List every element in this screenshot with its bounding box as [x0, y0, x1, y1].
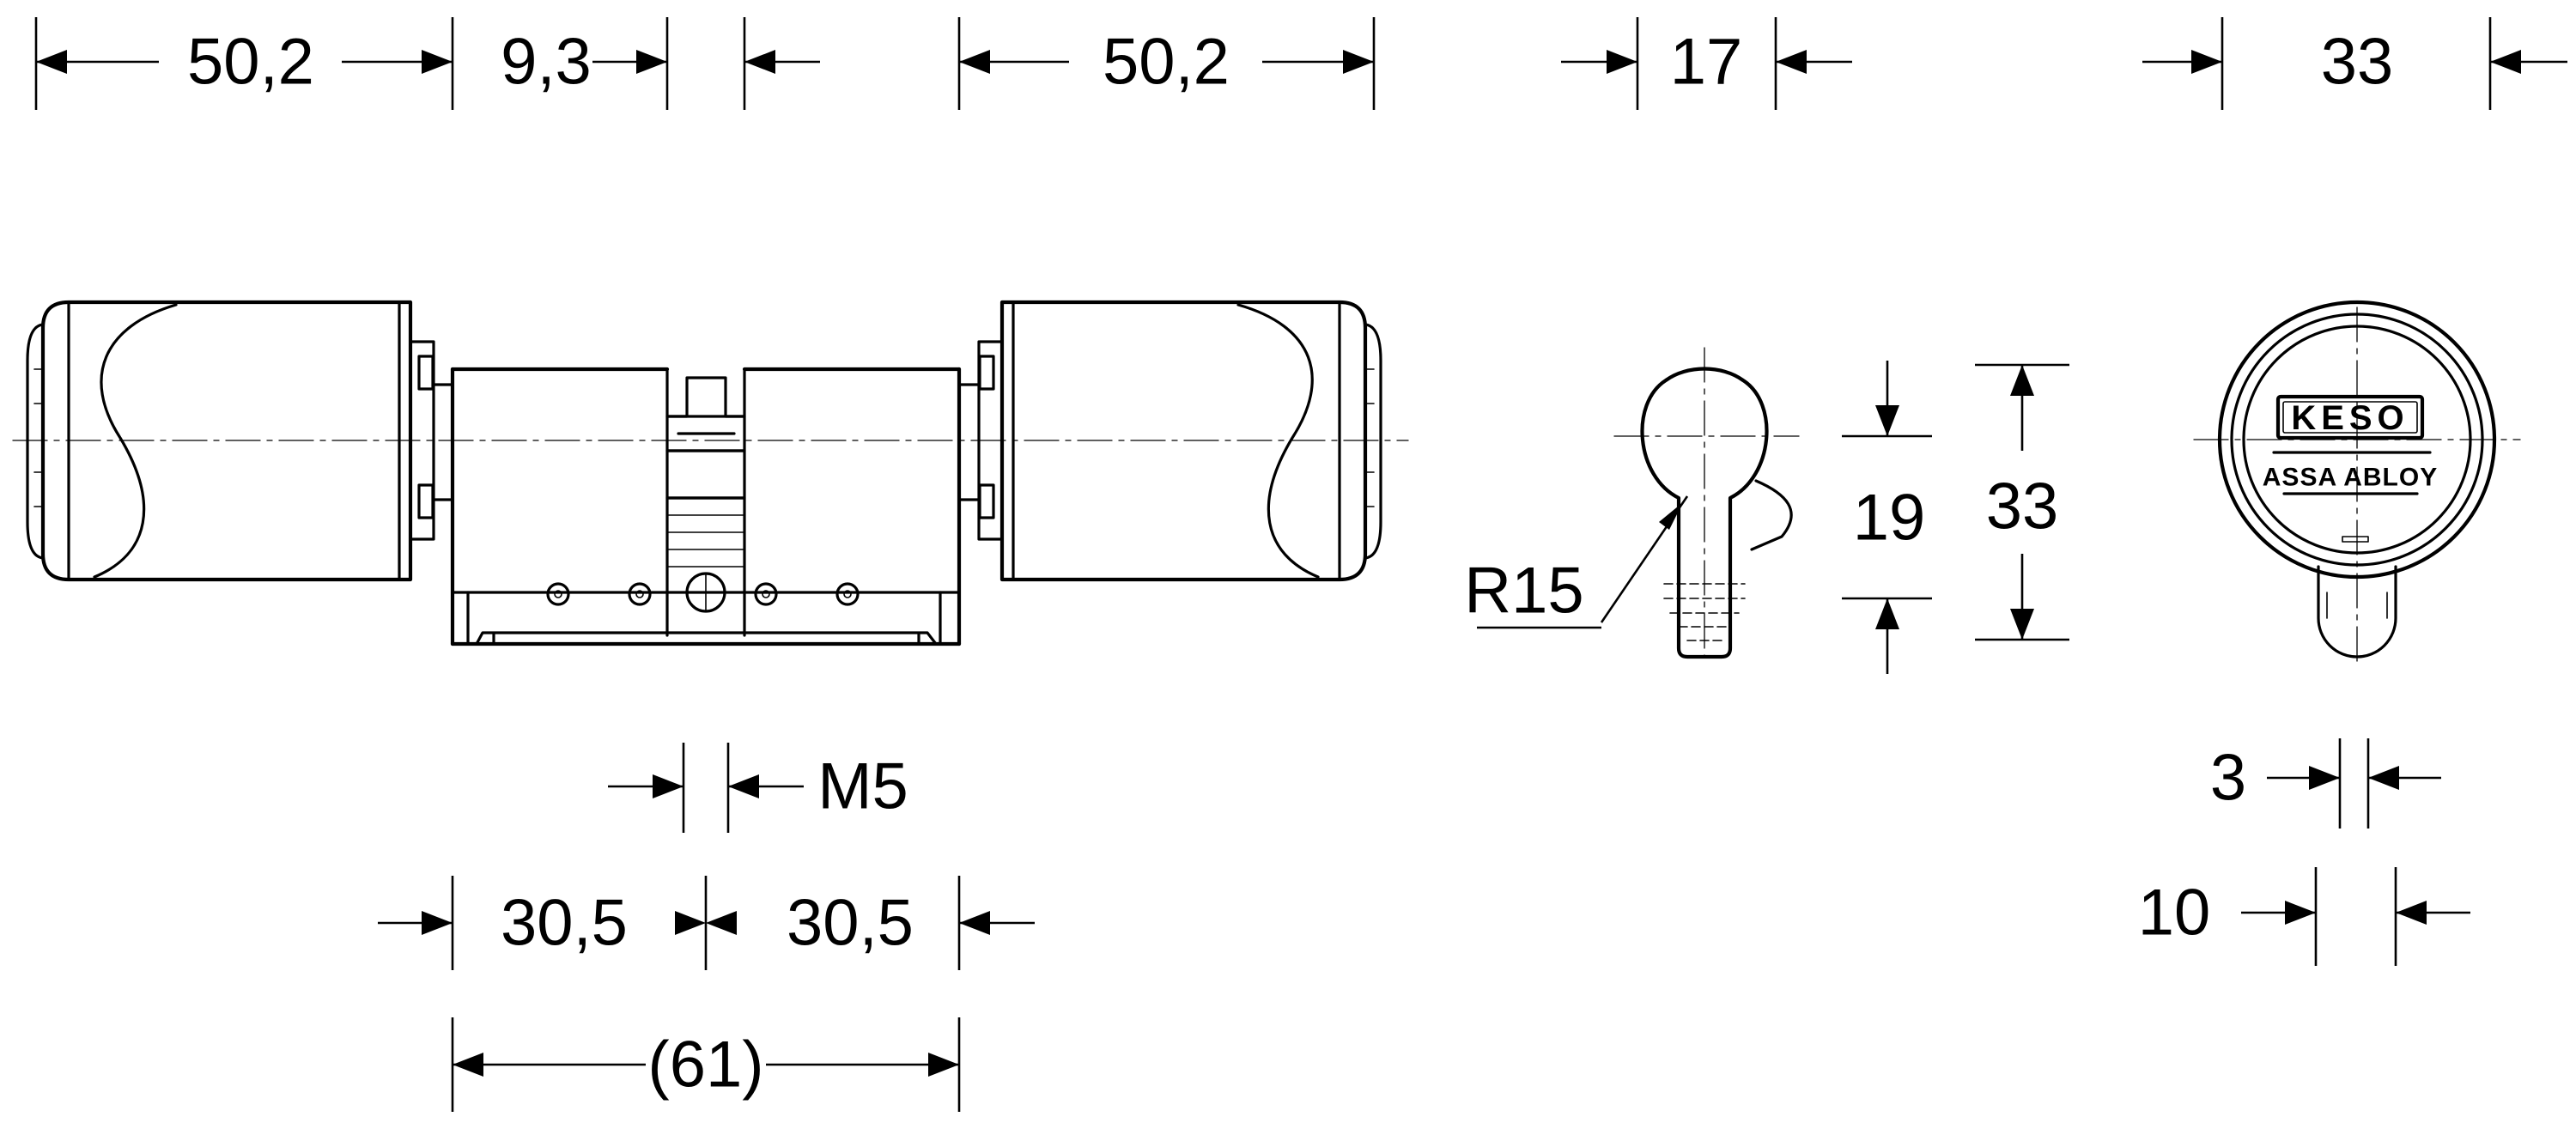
label-profile-width: 17	[1670, 26, 1743, 99]
dim-knob-diameter: 33	[2142, 26, 2567, 99]
dim-profile-heights: 19 33	[1842, 361, 2069, 674]
label-left-half-length: 30,5	[501, 887, 628, 960]
logo-sub-brand: ASSA ABLOY	[2263, 464, 2438, 492]
top-extension-lines	[34, 17, 2492, 110]
dim-cam-offset: 10	[2138, 867, 2470, 966]
front-view: KESO ASSA ABLOY	[2193, 300, 2521, 662]
central-cam	[665, 367, 746, 637]
logo-brand: KESO	[2291, 399, 2409, 437]
dim-left-knob: 50,2	[36, 26, 453, 99]
right-knob	[999, 300, 1382, 582]
left-knob	[26, 300, 413, 582]
dim-screw-thread: M5	[608, 750, 908, 823]
label-profile-height: 33	[1986, 470, 2059, 543]
dim-right-knob: 50,2	[959, 26, 1374, 99]
label-total-length: (61)	[647, 1029, 763, 1102]
profile-view	[1613, 347, 1800, 659]
cylinder-body	[450, 367, 962, 646]
label-right-knob-length: 50,2	[1103, 26, 1230, 99]
label-cam-width: 3	[2210, 742, 2246, 815]
label-body-gap: 9,3	[501, 26, 592, 99]
label-profile-lower: 19	[1853, 482, 1926, 555]
keso-logo: KESO ASSA ABLOY	[2263, 394, 2438, 543]
label-knob-diameter: 33	[2321, 26, 2394, 99]
label-cam-offset: 10	[2138, 877, 2211, 950]
dim-cam-width: 3	[2210, 738, 2441, 829]
left-collar	[409, 340, 454, 541]
dim-body-gap: 9,3	[501, 26, 820, 99]
radius-callout: R15	[1464, 495, 1689, 629]
label-screw-thread: M5	[817, 750, 908, 823]
label-right-half-length: 30,5	[787, 887, 914, 960]
dim-total-length: (61)	[453, 1029, 959, 1102]
dim-half-lengths: 30,5 30,5	[378, 887, 1035, 960]
label-left-knob-length: 50,2	[187, 26, 314, 99]
side-view-cylinder	[12, 300, 1409, 646]
dim-profile-width: 17	[1561, 26, 1852, 99]
label-radius: R15	[1464, 555, 1583, 628]
